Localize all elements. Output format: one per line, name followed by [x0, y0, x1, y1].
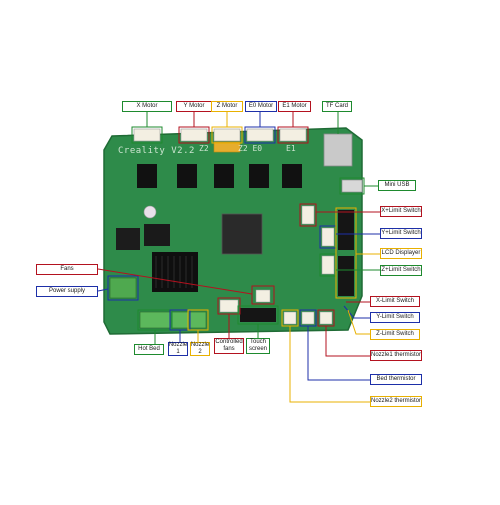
label-lcd-displayer: LCD Displayer: [380, 248, 422, 259]
stepper-heatsinks: [137, 164, 302, 188]
heatsink-e0: [249, 164, 269, 188]
label-y-motor: Y Motor: [176, 101, 212, 112]
heatsink-z: [214, 164, 234, 188]
y-plus-limit-connector: [321, 227, 335, 247]
lcd-header-1: [338, 210, 354, 250]
lcd-header-2: [338, 256, 354, 296]
line-nozzle2-therm: [289, 326, 370, 403]
heatsink-e1: [282, 164, 302, 188]
nozzle2-terminal: [189, 311, 207, 329]
label-touch-screen: Touch screen: [246, 338, 270, 354]
label-e0-motor: E0 Motor: [245, 101, 277, 112]
z2-motor-connector: [213, 141, 241, 153]
leader-lines: [97, 112, 380, 403]
capacitor: [143, 205, 157, 219]
label-y-limit: Y-Limit Switch: [370, 312, 420, 323]
x-motor-connector: [133, 128, 161, 142]
line-bed-therm: [307, 326, 370, 381]
label-touch-screen-line2: screen: [248, 346, 267, 352]
bottom-connectors: [109, 277, 333, 329]
label-z-limit: Z-Limit Switch: [370, 329, 420, 340]
label-nozzle1-line2: 1: [176, 349, 180, 355]
label-touch-screen-line1: Touch: [249, 339, 266, 345]
line-z-limit: [347, 309, 370, 335]
box-fans: [251, 285, 275, 305]
silk-z2: Z2: [199, 144, 209, 153]
label-x-plus-limit: X+Limit Switch: [380, 206, 422, 217]
label-nozzle2-line1: Nozzle: [190, 342, 210, 348]
label-nozzle2: Nozzle 2: [190, 342, 210, 356]
motor-connectors: [133, 128, 307, 153]
line-nozzle1-therm: [325, 326, 370, 357]
e1-motor-connector: [279, 128, 307, 142]
line-power: [97, 288, 109, 292]
label-controlled-fans-line1: Controlled: [215, 339, 243, 345]
label-power-supply: Power supply: [36, 286, 98, 297]
label-nozzle1-line1: Nozzle: [168, 342, 188, 348]
label-x-motor: X Motor: [122, 101, 172, 112]
label-nozzle1: Nozzle 1: [168, 342, 188, 356]
touch-screen-header: [240, 308, 276, 322]
nozzle1-terminal: [171, 311, 189, 329]
thermistor-connector-1: [283, 311, 297, 325]
label-nozzle2-thermistor: Nozzle2 thermistor: [370, 396, 422, 407]
label-z-plus-limit: Z+Limit Switch: [380, 265, 422, 276]
y-motor-connector: [180, 128, 208, 142]
thermistor-connector-2: [301, 311, 315, 325]
label-nozzle1-thermistor: Nozzle1 thermistor: [370, 350, 422, 361]
z-plus-limit-connector: [321, 255, 335, 275]
thermistor-connector-3: [319, 311, 333, 325]
x-plus-limit-connector: [301, 205, 315, 225]
label-bed-thermistor: Bed thermistor: [370, 374, 422, 385]
mini-usb-port: [341, 179, 363, 193]
power-terminal: [109, 277, 137, 299]
label-controlled-fans: Controlled fans: [214, 338, 244, 354]
controlled-fans-connector: [219, 299, 239, 313]
mcu-chip: [221, 213, 263, 255]
label-e1-motor: E1 Motor: [278, 101, 311, 112]
box-power: [107, 275, 139, 301]
inductor: [144, 224, 170, 246]
label-mini-usb: Mini USB: [378, 180, 416, 191]
label-tf-card: TF Card: [322, 101, 352, 112]
label-controlled-fans-line2: fans: [223, 346, 235, 352]
silk-z2-e0: Z2 E0: [238, 144, 263, 153]
hot-bed-terminal: [139, 311, 171, 329]
e0-motor-connector: [246, 128, 274, 142]
silk-e1: E1: [286, 144, 296, 153]
box-x-plus: [299, 203, 317, 227]
tf-card-slot: [323, 133, 353, 167]
line-fans: [97, 268, 253, 295]
label-x-limit: X-Limit Switch: [370, 296, 420, 307]
label-y-plus-limit: Y+Limit Switch: [380, 228, 422, 239]
heatsink-y: [177, 164, 197, 188]
box-lcd: [335, 207, 357, 299]
z-motor-connector: [213, 128, 241, 142]
main-heatsink: [152, 252, 198, 292]
fans-connector: [255, 289, 271, 303]
label-fans: Fans: [36, 264, 98, 275]
line-y-limit: [343, 305, 370, 319]
label-nozzle2-line2: 2: [198, 349, 202, 355]
board-brand-text: Creality V2.2: [118, 146, 195, 156]
heatsink-x: [137, 164, 157, 188]
label-z-motor: Z Motor: [211, 101, 243, 112]
label-hot-bed: Hot Bed: [134, 344, 164, 355]
voltage-regulator: [116, 228, 140, 250]
limit-switch-connectors: [301, 205, 354, 296]
